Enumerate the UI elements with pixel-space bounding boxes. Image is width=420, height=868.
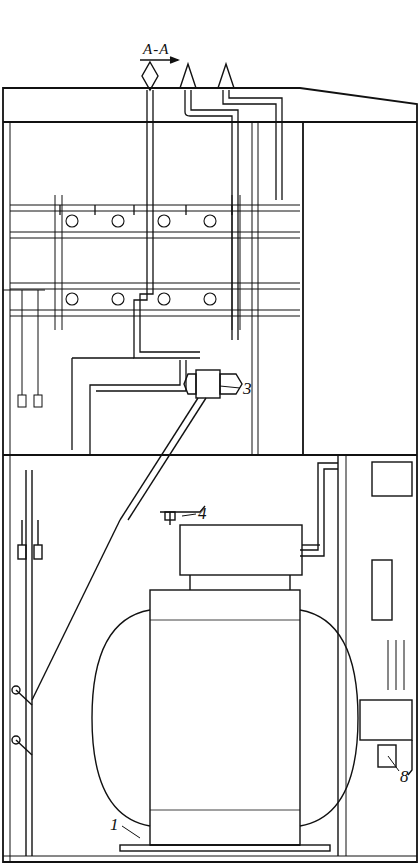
insulators <box>66 215 216 305</box>
transformer <box>92 525 358 851</box>
callout-number: 3 <box>243 380 252 397</box>
section-title: A-A <box>143 42 169 57</box>
callout-number: 4 <box>198 505 207 522</box>
control-wires <box>3 290 45 407</box>
callout-number: 1 <box>110 816 119 833</box>
roof-bushings <box>142 62 234 90</box>
cover-bushing <box>160 506 320 545</box>
leader-lines <box>122 386 399 838</box>
lv-cable <box>300 463 338 556</box>
lv-cabinet <box>338 455 412 856</box>
callout-number: 8 <box>400 768 409 785</box>
disconnector-drives <box>12 470 120 856</box>
housing <box>3 88 417 862</box>
section-mark <box>140 57 178 63</box>
insulator-rails <box>10 195 300 330</box>
busbars <box>60 90 282 455</box>
wall-bushing <box>120 370 242 520</box>
